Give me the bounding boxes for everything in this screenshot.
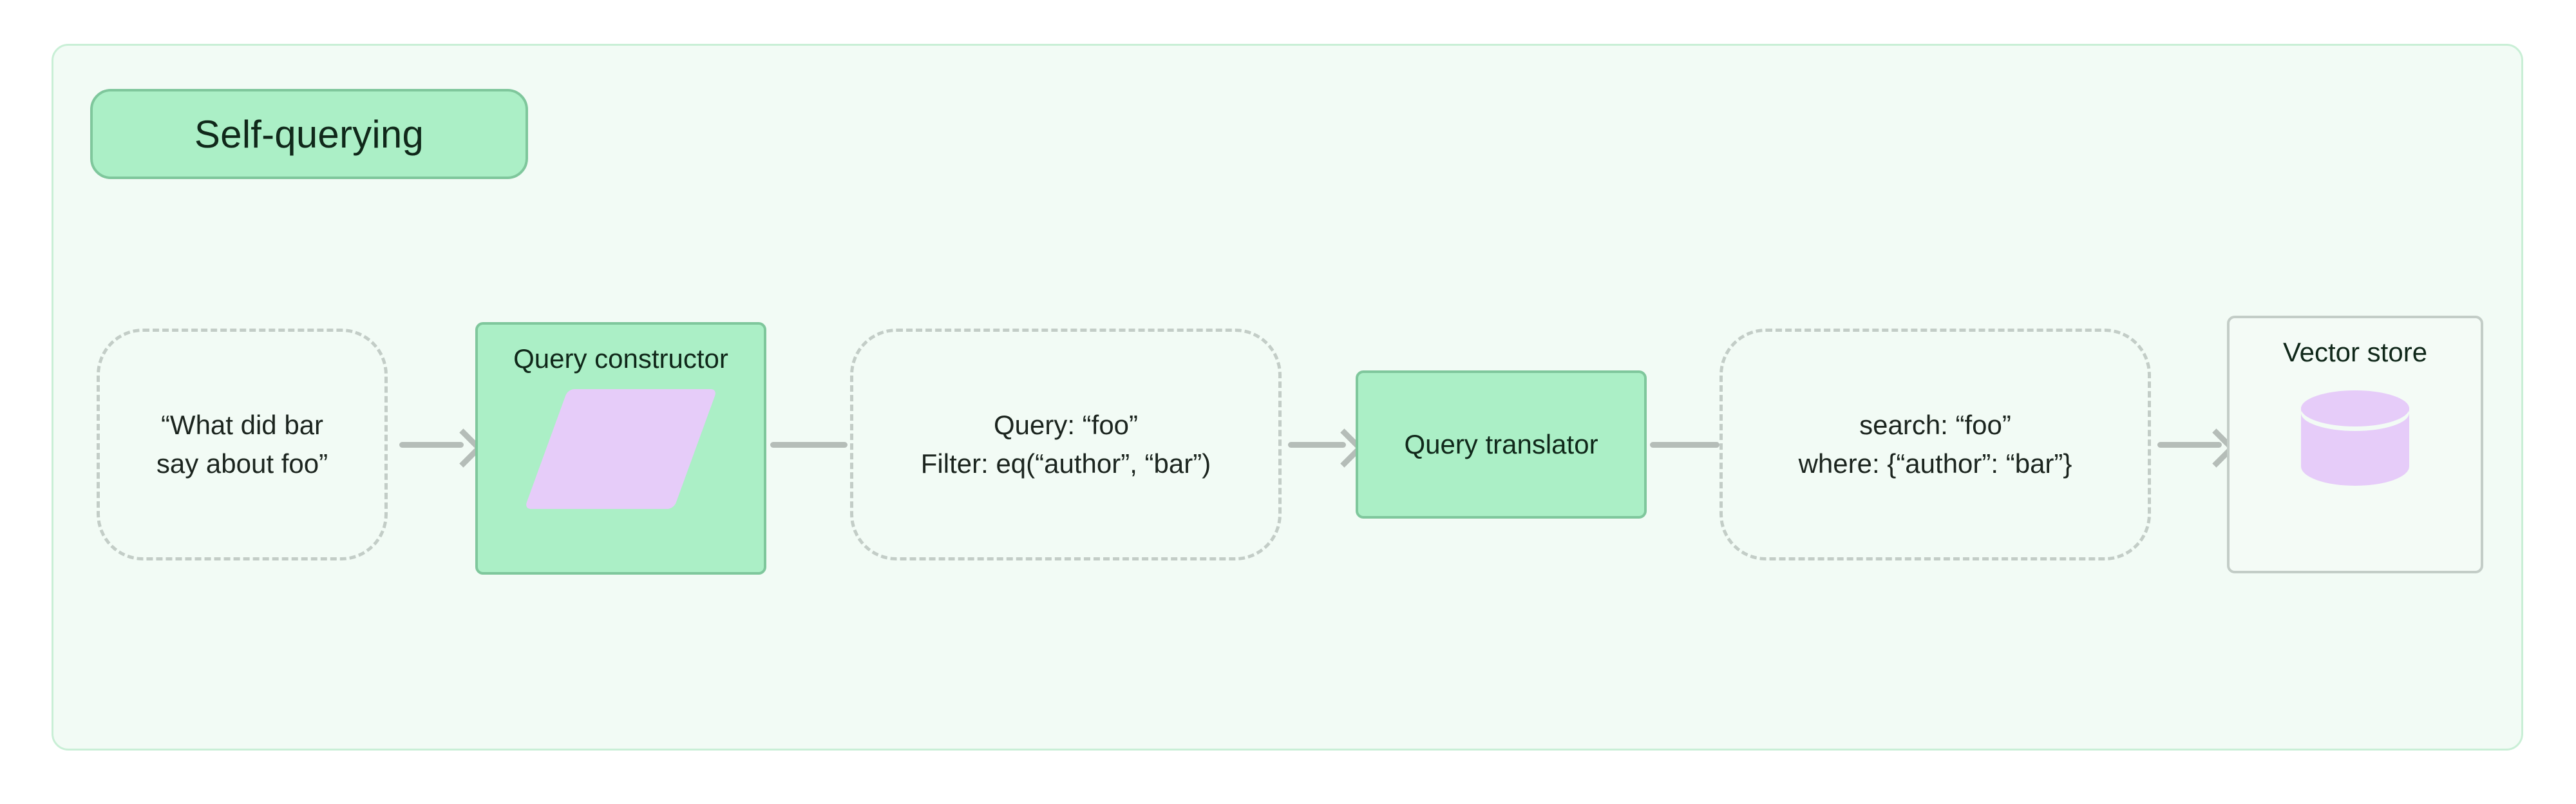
edge-query-translator-to-search-where [1650, 442, 1719, 448]
node-native-query-line2: where: {“author”: “bar”} [1798, 448, 2072, 479]
node-native-query[interactable]: search: “foo” where: {“author”: “bar”} [1719, 329, 2151, 560]
node-structured-query-line1: Query: “foo” [993, 410, 1139, 441]
node-query-constructor[interactable]: Query constructor [475, 322, 766, 575]
cylinder-top-ellipse [2301, 390, 2409, 427]
edge-search-where-to-vector-store [2157, 442, 2222, 448]
edge-question-to-query-constructor [399, 442, 464, 448]
node-structured-query[interactable]: Query: “foo” Filter: eq(“author”, “bar”) [850, 329, 1282, 560]
subgraph-title-label: Self-querying [194, 112, 424, 156]
database-cylinder-icon [2301, 390, 2409, 500]
edge-query-constructor-to-query-filter [770, 442, 848, 448]
node-user-question[interactable]: “What did bar say about foo” [97, 329, 388, 560]
node-query-translator[interactable]: Query translator [1356, 370, 1647, 519]
node-query-translator-label: Query translator [1404, 428, 1598, 459]
subgraph-title-badge: Self-querying [90, 89, 528, 179]
node-user-question-line2: say about foo” [156, 448, 328, 479]
edge-query-filter-to-query-translator [1288, 442, 1346, 448]
node-structured-query-line2: Filter: eq(“author”, “bar”) [920, 448, 1211, 479]
node-query-constructor-label: Query constructor [513, 343, 728, 374]
node-vector-store-label: Vector store [2282, 337, 2428, 367]
node-user-question-line1: “What did bar [160, 410, 324, 441]
node-vector-store[interactable]: Vector store [2227, 316, 2483, 573]
parallelogram-icon [524, 389, 717, 510]
node-native-query-line1: search: “foo” [1859, 410, 2011, 441]
